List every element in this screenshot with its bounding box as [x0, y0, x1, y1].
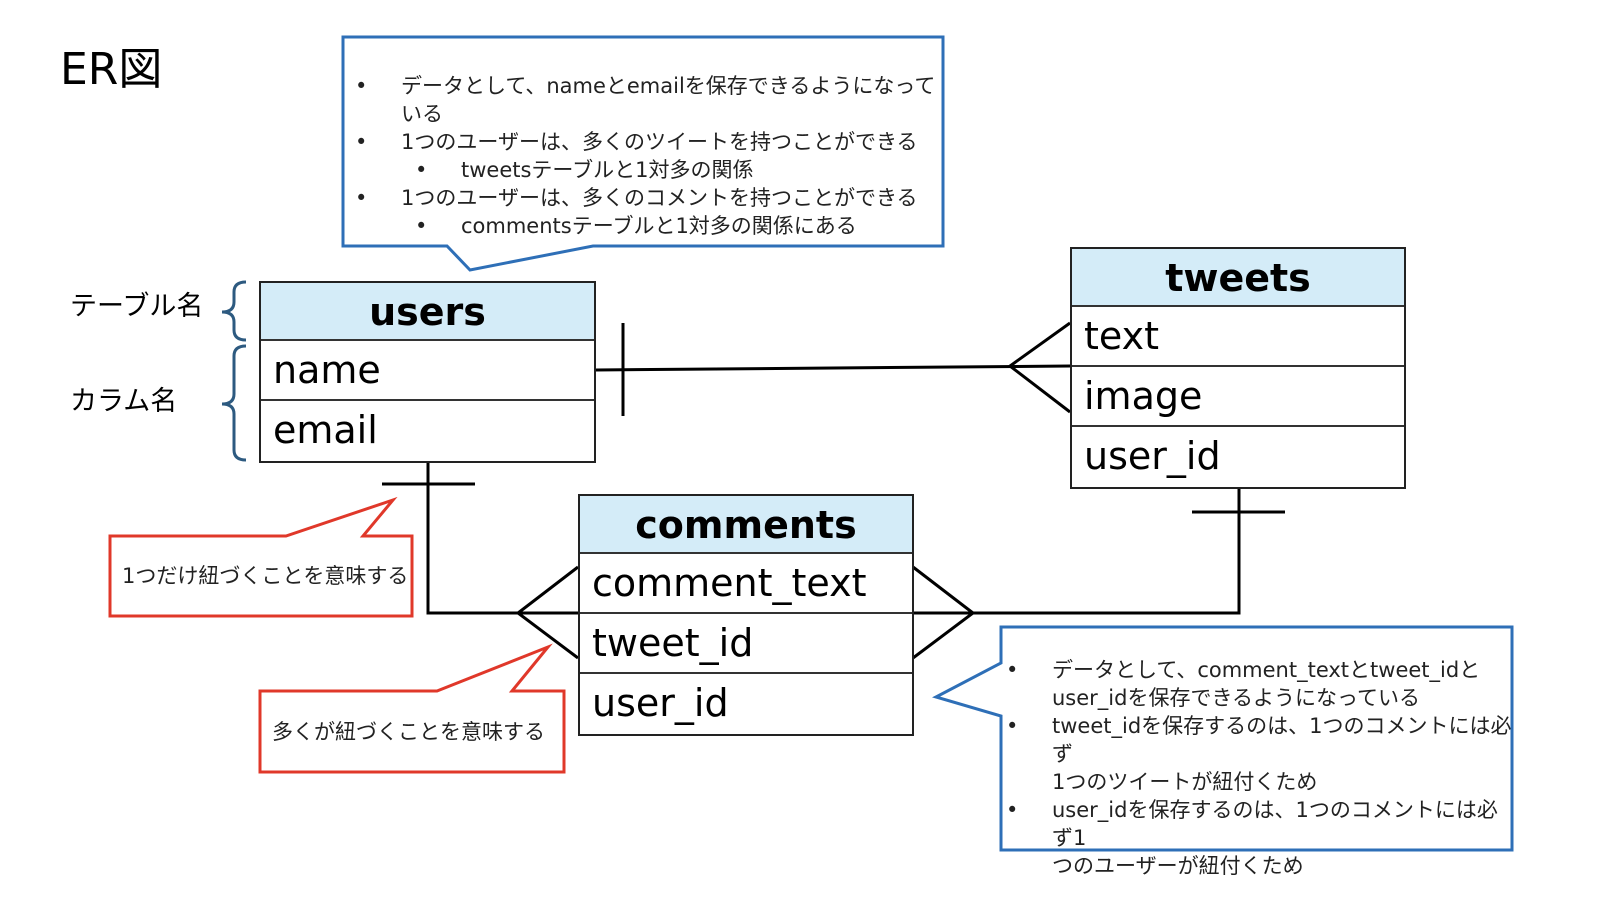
note-subitem: commentsテーブルと1対多の関係にある: [343, 212, 943, 240]
users-tweets-many-marker: [1007, 321, 1071, 414]
table-header: comments: [580, 496, 912, 554]
column-row: user_id: [592, 681, 729, 725]
note-item-continued: つのユーザーが紐付くため: [1052, 854, 1304, 878]
users-tweets-line: [595, 364, 1071, 372]
note-item: tweet_idを保存するのは、1つのコメントには必ず: [994, 712, 1514, 768]
users-comments-line: [426, 460, 578, 615]
column-row: comment_text: [580, 554, 912, 614]
many-marker-note: 多くが紐づくことを意味する: [272, 720, 545, 744]
tweets-table[interactable]: tweets text image user_id: [1070, 247, 1406, 489]
column-row: image: [1072, 367, 1404, 427]
table-name-bracket: [221, 280, 247, 342]
users-table[interactable]: users name email: [259, 281, 596, 463]
one-marker-callout-shape: [108, 496, 414, 618]
tweets-comments-many-marker: [912, 565, 976, 660]
many-marker-callout-shape: [258, 643, 566, 774]
column-row: tweet_id: [580, 614, 912, 674]
column-name-bracket: [221, 344, 247, 462]
comments-table[interactable]: comments comment_text tweet_id user_id: [578, 494, 914, 736]
column-row: user_id: [1084, 434, 1221, 478]
note-item: データとして、comment_textとtweet_idと: [994, 656, 1514, 684]
tweets-comments-line: [913, 484, 1241, 615]
column-row: text: [1072, 307, 1404, 367]
note-item: 1つのユーザーは、多くのツイートを持つことができる: [343, 128, 943, 156]
users-note: データとして、nameとemailを保存できるようになっている 1つのユーザーは…: [343, 72, 943, 240]
note-item-continued: 1つのツイートが紐付くため: [1052, 770, 1318, 794]
one-marker-note: 1つだけ紐づくことを意味する: [122, 564, 409, 588]
note-item: user_idを保存するのは、1つのコメントには必ず1: [994, 796, 1514, 852]
table-name-label: テーブル名: [70, 291, 204, 322]
column-row: name: [261, 341, 594, 401]
note-item-continued: user_idを保存できるようになっている: [1052, 686, 1420, 710]
table-header: users: [261, 283, 594, 341]
users-comments-many-marker: [515, 565, 579, 660]
table-header: tweets: [1072, 249, 1404, 307]
page-title: ER図: [60, 44, 163, 95]
comments-note: データとして、comment_textとtweet_idと user_idを保存…: [994, 656, 1514, 880]
column-row: email: [273, 408, 378, 452]
column-name-label: カラム名: [70, 386, 178, 417]
note-item: 1つのユーザーは、多くのコメントを持つことができる: [343, 184, 943, 212]
note-item: データとして、nameとemailを保存できるようになっている: [343, 72, 943, 128]
note-subitem: tweetsテーブルと1対多の関係: [343, 156, 943, 184]
